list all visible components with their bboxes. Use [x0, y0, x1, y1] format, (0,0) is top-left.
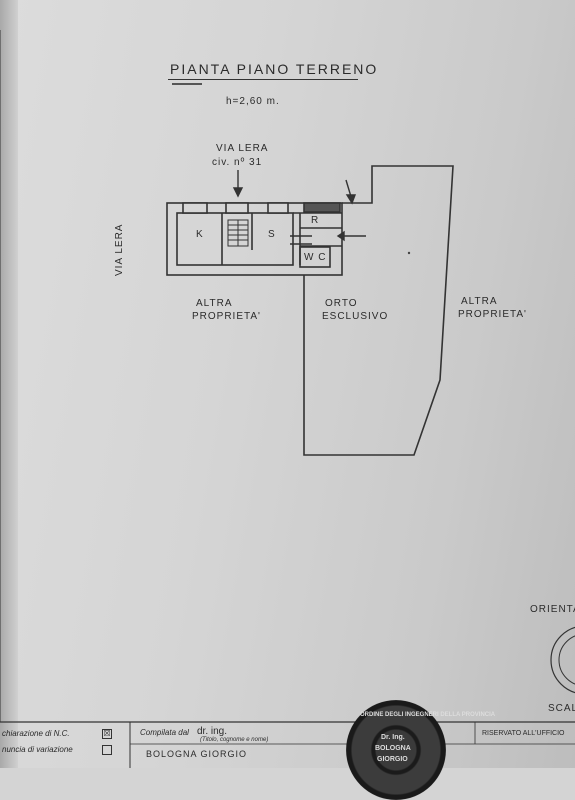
room-label-living: S	[268, 229, 276, 240]
document-page	[0, 0, 575, 768]
title-underline	[168, 79, 358, 80]
compiled-title: dr. ing.	[197, 726, 228, 737]
stamp-line3: GIORGIO	[377, 756, 408, 763]
declaration-nc-label: chiarazione di N.C.	[2, 729, 70, 738]
title-underline-mark	[172, 83, 202, 85]
orientation-label: ORIENTA	[530, 604, 575, 615]
scale-label: SCAL	[548, 703, 575, 714]
declaration-variation-label: nuncia di variazione	[2, 745, 73, 754]
reserved-office-label: RISERVATO ALL'UFFICIO	[482, 730, 565, 737]
civic-number-label: civ. nº 31	[212, 157, 263, 168]
garden-outline	[303, 165, 454, 456]
compiler-name: BOLOGNA GIORGIO	[146, 749, 248, 759]
room-label-r: R	[311, 215, 320, 226]
ceiling-height-note: h=2,60 m.	[226, 96, 280, 107]
room-label-wc: W C	[304, 252, 327, 263]
compiled-by-label: Compilata dal	[140, 728, 189, 737]
room-label-kitchen: K	[196, 229, 204, 240]
right-property-label-line2: PROPRIETA'	[458, 309, 527, 320]
floor-plan-drawing	[0, 30, 575, 768]
stamp-ring-text: ORDINE DEGLI INGEGNERI DELLA PROVINCIA	[360, 712, 496, 718]
compiled-hint: (Titolo, cognome e nome)	[200, 737, 269, 743]
right-property-label-line1: ALTRA	[461, 296, 498, 307]
declaration-nc-checkbox: ☒	[102, 729, 112, 739]
garden-label-line1: ORTO	[325, 298, 358, 309]
plan-title: PIANTA PIANO TERRENO	[170, 61, 379, 77]
stamp-line1: Dr. Ing.	[381, 734, 405, 741]
left-property-label-line2: PROPRIETA'	[192, 311, 261, 322]
street-label-top: VIA LERA	[216, 143, 269, 154]
garden-label-line2: ESCLUSIVO	[322, 311, 389, 322]
page-edge-shadow	[0, 0, 18, 768]
declaration-variation-checkbox	[102, 745, 112, 755]
left-property-label-line1: ALTRA	[196, 298, 233, 309]
stamp-line2: BOLOGNA	[375, 745, 411, 752]
